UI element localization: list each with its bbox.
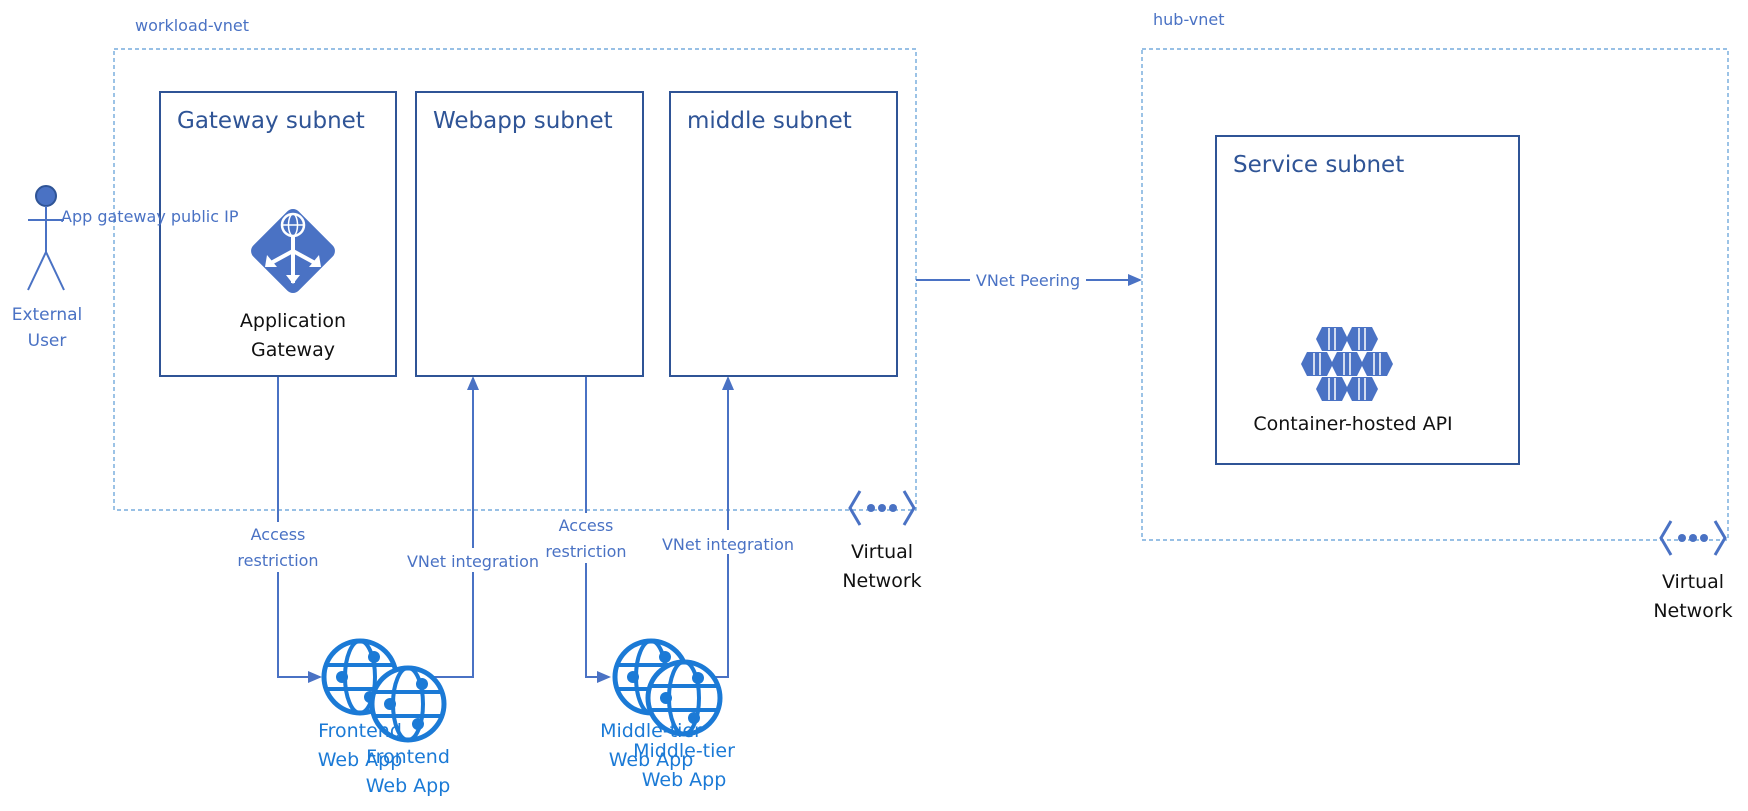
external-user-label-line1: External (12, 305, 83, 325)
access-restriction-2-label-line2: restriction (545, 542, 626, 561)
webapp-subnet-box (415, 91, 644, 377)
hub-vnet-icon-label-line2: Network (1653, 600, 1732, 622)
middle-tier-web-app-label-line2: Web App (642, 769, 727, 791)
middle-subnet-title: middle subnet (687, 108, 852, 134)
edge-vnet-integration-1 (415, 376, 479, 678)
edge-access-restriction-2 (585, 376, 611, 683)
access-restriction-1-label-line2: restriction (237, 551, 318, 570)
hub-vnet-icon (1659, 519, 1727, 557)
workload-vnet-icon (848, 489, 916, 527)
webapp-subnet-title: Webapp subnet (433, 108, 613, 134)
workload-vnet-icon-label-line2: Network (842, 570, 921, 592)
edge-vnet-integration-2 (702, 376, 734, 678)
service-subnet-box (1215, 135, 1520, 465)
access-restriction-1-label-line1: Access (251, 525, 306, 544)
external-user-icon (27, 185, 65, 291)
application-gateway-icon (251, 209, 335, 293)
service-subnet-title: Service subnet (1233, 152, 1404, 178)
middle-tier-web-app-label-line1: Middle-tier (633, 740, 735, 762)
hub-vnet-title: hub-vnet (1153, 10, 1225, 29)
app-gateway-label-line1: Application (240, 310, 346, 332)
access-restriction-2-label-line1: Access (559, 516, 614, 535)
middle-tier-web-app-label-line1: Middle-tier (600, 720, 702, 742)
app-gateway-public-ip-label: App gateway public IP (61, 207, 239, 226)
vnet-peering-label: VNet Peering (976, 271, 1080, 290)
container-api-label: Container-hosted API (1253, 413, 1452, 435)
middle-tier-web-app-label-line2: Web App (609, 749, 694, 771)
frontend-web-app-label-line1: Frontend (318, 720, 402, 742)
vnet-integration-2-label: VNet integration (662, 535, 794, 554)
workload-vnet-icon-label-line1: Virtual (851, 541, 913, 563)
workload-vnet-title: workload-vnet (135, 16, 249, 35)
gateway-subnet-title: Gateway subnet (177, 108, 365, 134)
frontend-web-app-label-line2: Web App (366, 775, 451, 797)
middle-subnet-box (669, 91, 898, 377)
external-user-label-line2: User (28, 331, 67, 351)
app-gateway-label-line2: Gateway (251, 339, 335, 361)
vnet-integration-1-label: VNet integration (407, 552, 539, 571)
hub-vnet-icon-label-line1: Virtual (1662, 571, 1724, 593)
frontend-web-app-label-line1: Frontend (366, 746, 450, 768)
frontend-web-app-label-line2: Web App (318, 749, 403, 771)
edge-access-restriction-1 (277, 376, 322, 683)
